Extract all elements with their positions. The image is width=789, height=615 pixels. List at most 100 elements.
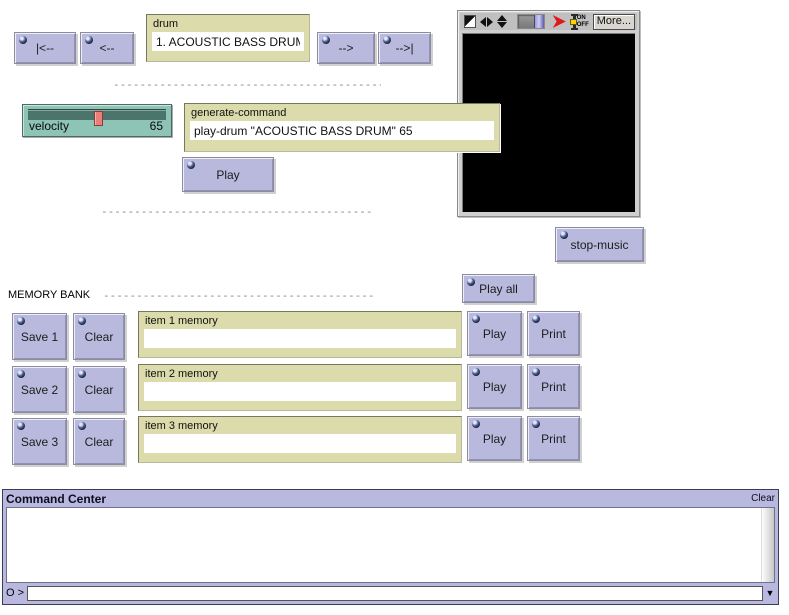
resize-icon[interactable]	[464, 15, 476, 28]
listener-prompt: O >	[6, 587, 25, 599]
volume-slider-handle[interactable]	[533, 15, 544, 28]
first-drum-label: |<--	[35, 41, 55, 55]
bead-icon	[472, 368, 480, 376]
print-2-label: Print	[541, 379, 566, 394]
bead-icon	[17, 317, 25, 325]
command-center-header: Command Center Clear	[3, 490, 778, 507]
on-off-labels: ON OFF	[577, 15, 589, 29]
bead-icon	[322, 36, 330, 44]
clear-1-button[interactable]: Clear	[73, 313, 125, 360]
prev-drum-label: <--	[99, 41, 115, 55]
velocity-label: velocity	[29, 119, 70, 133]
bead-icon	[532, 420, 540, 428]
bead-icon	[532, 315, 540, 323]
last-drum-label: -->|	[395, 41, 414, 55]
prev-drum-button[interactable]: <--	[80, 32, 134, 64]
next-drum-label: -->	[338, 41, 354, 55]
print-3-button[interactable]: Print	[527, 416, 580, 461]
clear-2-button[interactable]: Clear	[73, 366, 125, 413]
drum-panel: drum	[146, 14, 310, 62]
item-2-memory-panel: item 2 memory	[138, 364, 462, 411]
bead-icon	[78, 317, 86, 325]
stop-music-label: stop-music	[570, 237, 629, 252]
play-arrow-icon[interactable]	[552, 15, 566, 28]
volume-slider[interactable]	[516, 14, 545, 29]
command-center-title: Command Center	[6, 491, 107, 506]
generate-command-panel: generate-command	[184, 103, 500, 152]
play-all-label: Play all	[479, 281, 518, 296]
save-3-label: Save 3	[20, 434, 59, 449]
velocity-handle[interactable]	[94, 111, 104, 126]
next-drum-button[interactable]: -->	[317, 32, 375, 64]
item-1-memory-panel: item 1 memory	[138, 311, 462, 358]
command-center: Command Center Clear O > ▼	[2, 489, 779, 605]
bead-icon	[78, 370, 86, 378]
save-2-button[interactable]: Save 2	[12, 366, 67, 413]
velocity-readout: velocity 65	[29, 119, 163, 133]
bead-icon	[187, 161, 195, 169]
play-3-button[interactable]: Play	[467, 416, 522, 461]
print-3-label: Print	[541, 431, 566, 446]
velocity-slider[interactable]: velocity 65	[22, 104, 172, 137]
first-drum-button[interactable]: |<--	[14, 32, 76, 64]
item-2-memory-field[interactable]	[144, 382, 456, 401]
bead-icon	[19, 36, 27, 44]
item-1-memory-title: item 1 memory	[145, 315, 218, 327]
item-3-memory-title: item 3 memory	[145, 420, 218, 432]
bead-icon	[560, 231, 568, 239]
print-1-button[interactable]: Print	[527, 311, 580, 356]
play-2-button[interactable]: Play	[467, 364, 522, 409]
command-input-row: O > ▼	[3, 583, 778, 604]
generate-command-field[interactable]	[190, 121, 494, 140]
item-3-memory-panel: item 3 memory	[138, 416, 462, 463]
save-3-button[interactable]: Save 3	[12, 418, 67, 465]
more-button[interactable]: More...	[592, 13, 635, 30]
history-dropdown-icon[interactable]: ▼	[765, 588, 775, 598]
bead-icon	[17, 422, 25, 430]
bead-icon	[472, 315, 480, 323]
play-1-label: Play	[482, 326, 507, 341]
toggle-pole-icon	[569, 13, 578, 30]
drum-field[interactable]	[152, 32, 304, 51]
drum-panel-title: drum	[153, 18, 179, 30]
bead-icon	[17, 370, 25, 378]
play-all-button[interactable]: Play all	[462, 274, 535, 303]
play-1-button[interactable]: Play	[467, 311, 522, 356]
velocity-track[interactable]	[28, 109, 166, 126]
clear-3-button[interactable]: Clear	[73, 418, 125, 465]
item-2-memory-title: item 2 memory	[145, 368, 218, 380]
command-input[interactable]	[27, 585, 763, 601]
play-button[interactable]: Play	[182, 157, 274, 192]
bead-icon	[85, 36, 93, 44]
bead-icon	[383, 36, 391, 44]
clear-1-label: Clear	[84, 329, 114, 344]
print-1-label: Print	[541, 326, 566, 341]
off-label: OFF	[576, 21, 589, 28]
save-1-button[interactable]: Save 1	[12, 313, 67, 360]
vertical-arrows-icon[interactable]	[496, 15, 507, 28]
stop-music-button[interactable]: stop-music	[555, 227, 644, 262]
save-2-label: Save 2	[20, 382, 59, 397]
last-drum-button[interactable]: -->|	[378, 32, 431, 64]
horizontal-arrows-icon[interactable]	[479, 16, 493, 27]
play-2-label: Play	[482, 379, 507, 394]
command-center-clear-button[interactable]: Clear	[751, 493, 775, 504]
command-output-area[interactable]	[6, 507, 775, 583]
video-control-bar: ON OFF More...	[460, 13, 637, 30]
save-1-label: Save 1	[20, 329, 59, 344]
output-scrollbar[interactable]	[761, 508, 774, 582]
print-2-button[interactable]: Print	[527, 364, 580, 409]
bead-icon	[78, 422, 86, 430]
item-3-memory-field[interactable]	[144, 434, 456, 453]
memory-bank-title: MEMORY BANK	[8, 289, 91, 301]
bead-icon	[472, 420, 480, 428]
play-3-label: Play	[482, 431, 507, 446]
velocity-value: 65	[149, 119, 163, 133]
on-off-toggle[interactable]: ON OFF	[569, 13, 589, 30]
generate-command-title: generate-command	[191, 107, 287, 119]
separator-line: ----------------------------------------…	[113, 79, 381, 90]
item-1-memory-field[interactable]	[144, 329, 456, 348]
play-button-label: Play	[216, 167, 240, 182]
clear-2-label: Clear	[84, 382, 114, 397]
